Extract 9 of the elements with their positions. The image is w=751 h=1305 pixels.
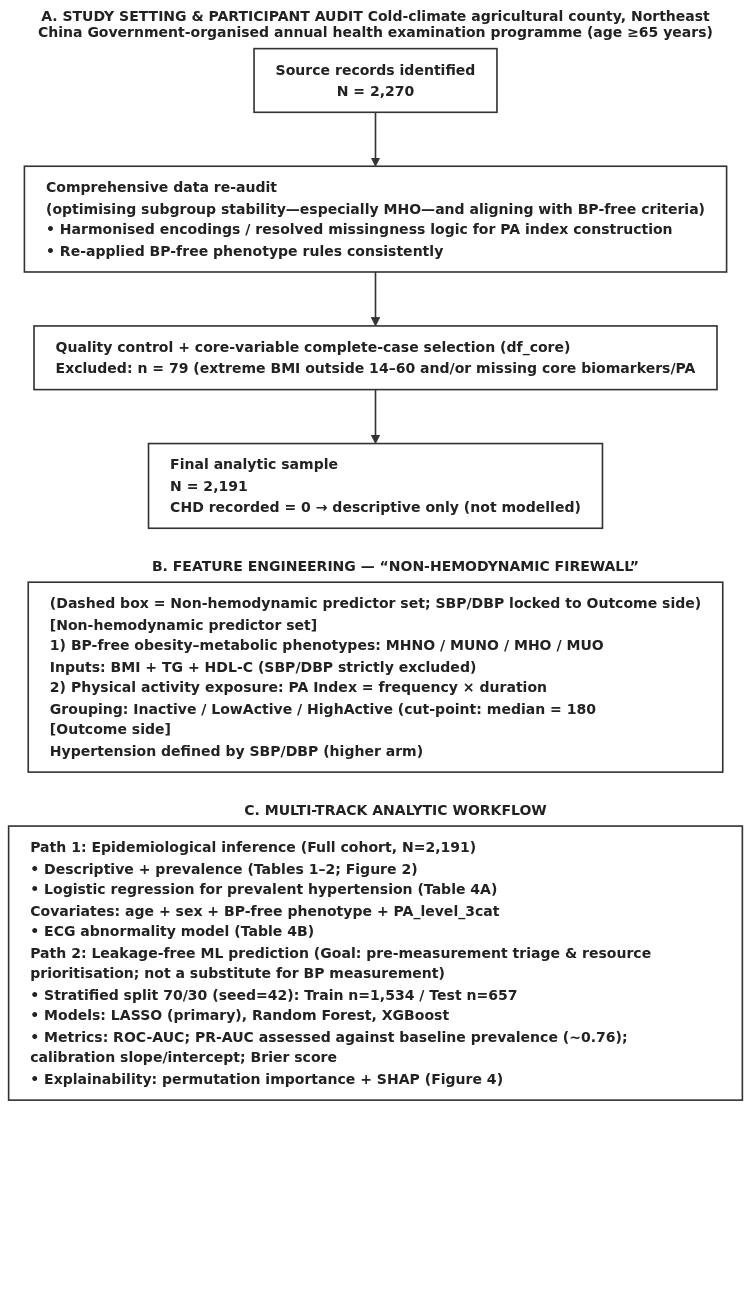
section-heading: C. MULTI-TRACK ANALYTIC WORKFLOW	[243, 802, 548, 819]
section-heading: B. FEATURE ENGINEERING — “NON-HEMODYNAMIC FIREWALL”	[150, 558, 641, 575]
process-box: (Dashed box = Non-hemodynamic predictor set; SBP/DBP locked to Outcome side) [Non-hemodynamic predictor set] 1) BP-free obesity–metabolic phenotypes: MHNO / MUNO / MHO / MUO Inputs: BMI + TG + HDL-C (SBP/DBP strictly excluded) 2) Physical activity exposure: PA Index = frequency × duration Grouping: Inactive / LowActive / HighActive (cut-point: median = 180 [Outcome side] Hypertension defined by SBP/DBP (higher arm)	[27, 581, 724, 773]
process-box: Final analytic sample N = 2,191 CHD recorded = 0 → descriptive only (not modelled)	[147, 442, 604, 530]
process-box: Quality control + core-variable complete-case selection (df_core) Excluded: n = 79 (extreme BMI outside 14–60 and/or missing core biomarkers/PA	[33, 325, 718, 391]
diagram-title: A. STUDY SETTING & PARTICIPANT AUDIT Cold-climate agricultural county, Northeast China Government-organised annual health examination programme (age ≥65 years)	[37, 8, 714, 40]
process-box: Source records identified N = 2,270	[253, 47, 498, 114]
process-box: Path 1: Epidemiological inference (Full cohort, N=2,191) • Descriptive + prevalence (Tables 1–2; Figure 2) • Logistic regression for prevalent hypertension (Table 4A) Covariates: age + sex + BP-free phenotype + PA_level_3cat • ECG abnormality model (Table 4B) Path 2: Leakage-free ML prediction (Goal: pre-measurement triage & resource prioritisation; not a substitute for BP measurement) • Stratified split 70/30 (seed=42): Train n=1,534 / Test n=657 • Models: LASSO (primary), Random Forest, XGBoost • Metrics: ROC-AUC; PR-AUC assessed against baseline prevalence (~0.76); calibration slope/intercept; Brier score • Explainability: permutation importance + SHAP (Figure 4)	[7, 825, 744, 1101]
process-box: Comprehensive data re-audit (optimising subgroup stability—especially MHO—and aligning with BP-free criteria) • Harmonised encodings / resolved missingness logic for PA index construction • Re-applied BP-free phenotype rules consistently	[23, 165, 728, 273]
